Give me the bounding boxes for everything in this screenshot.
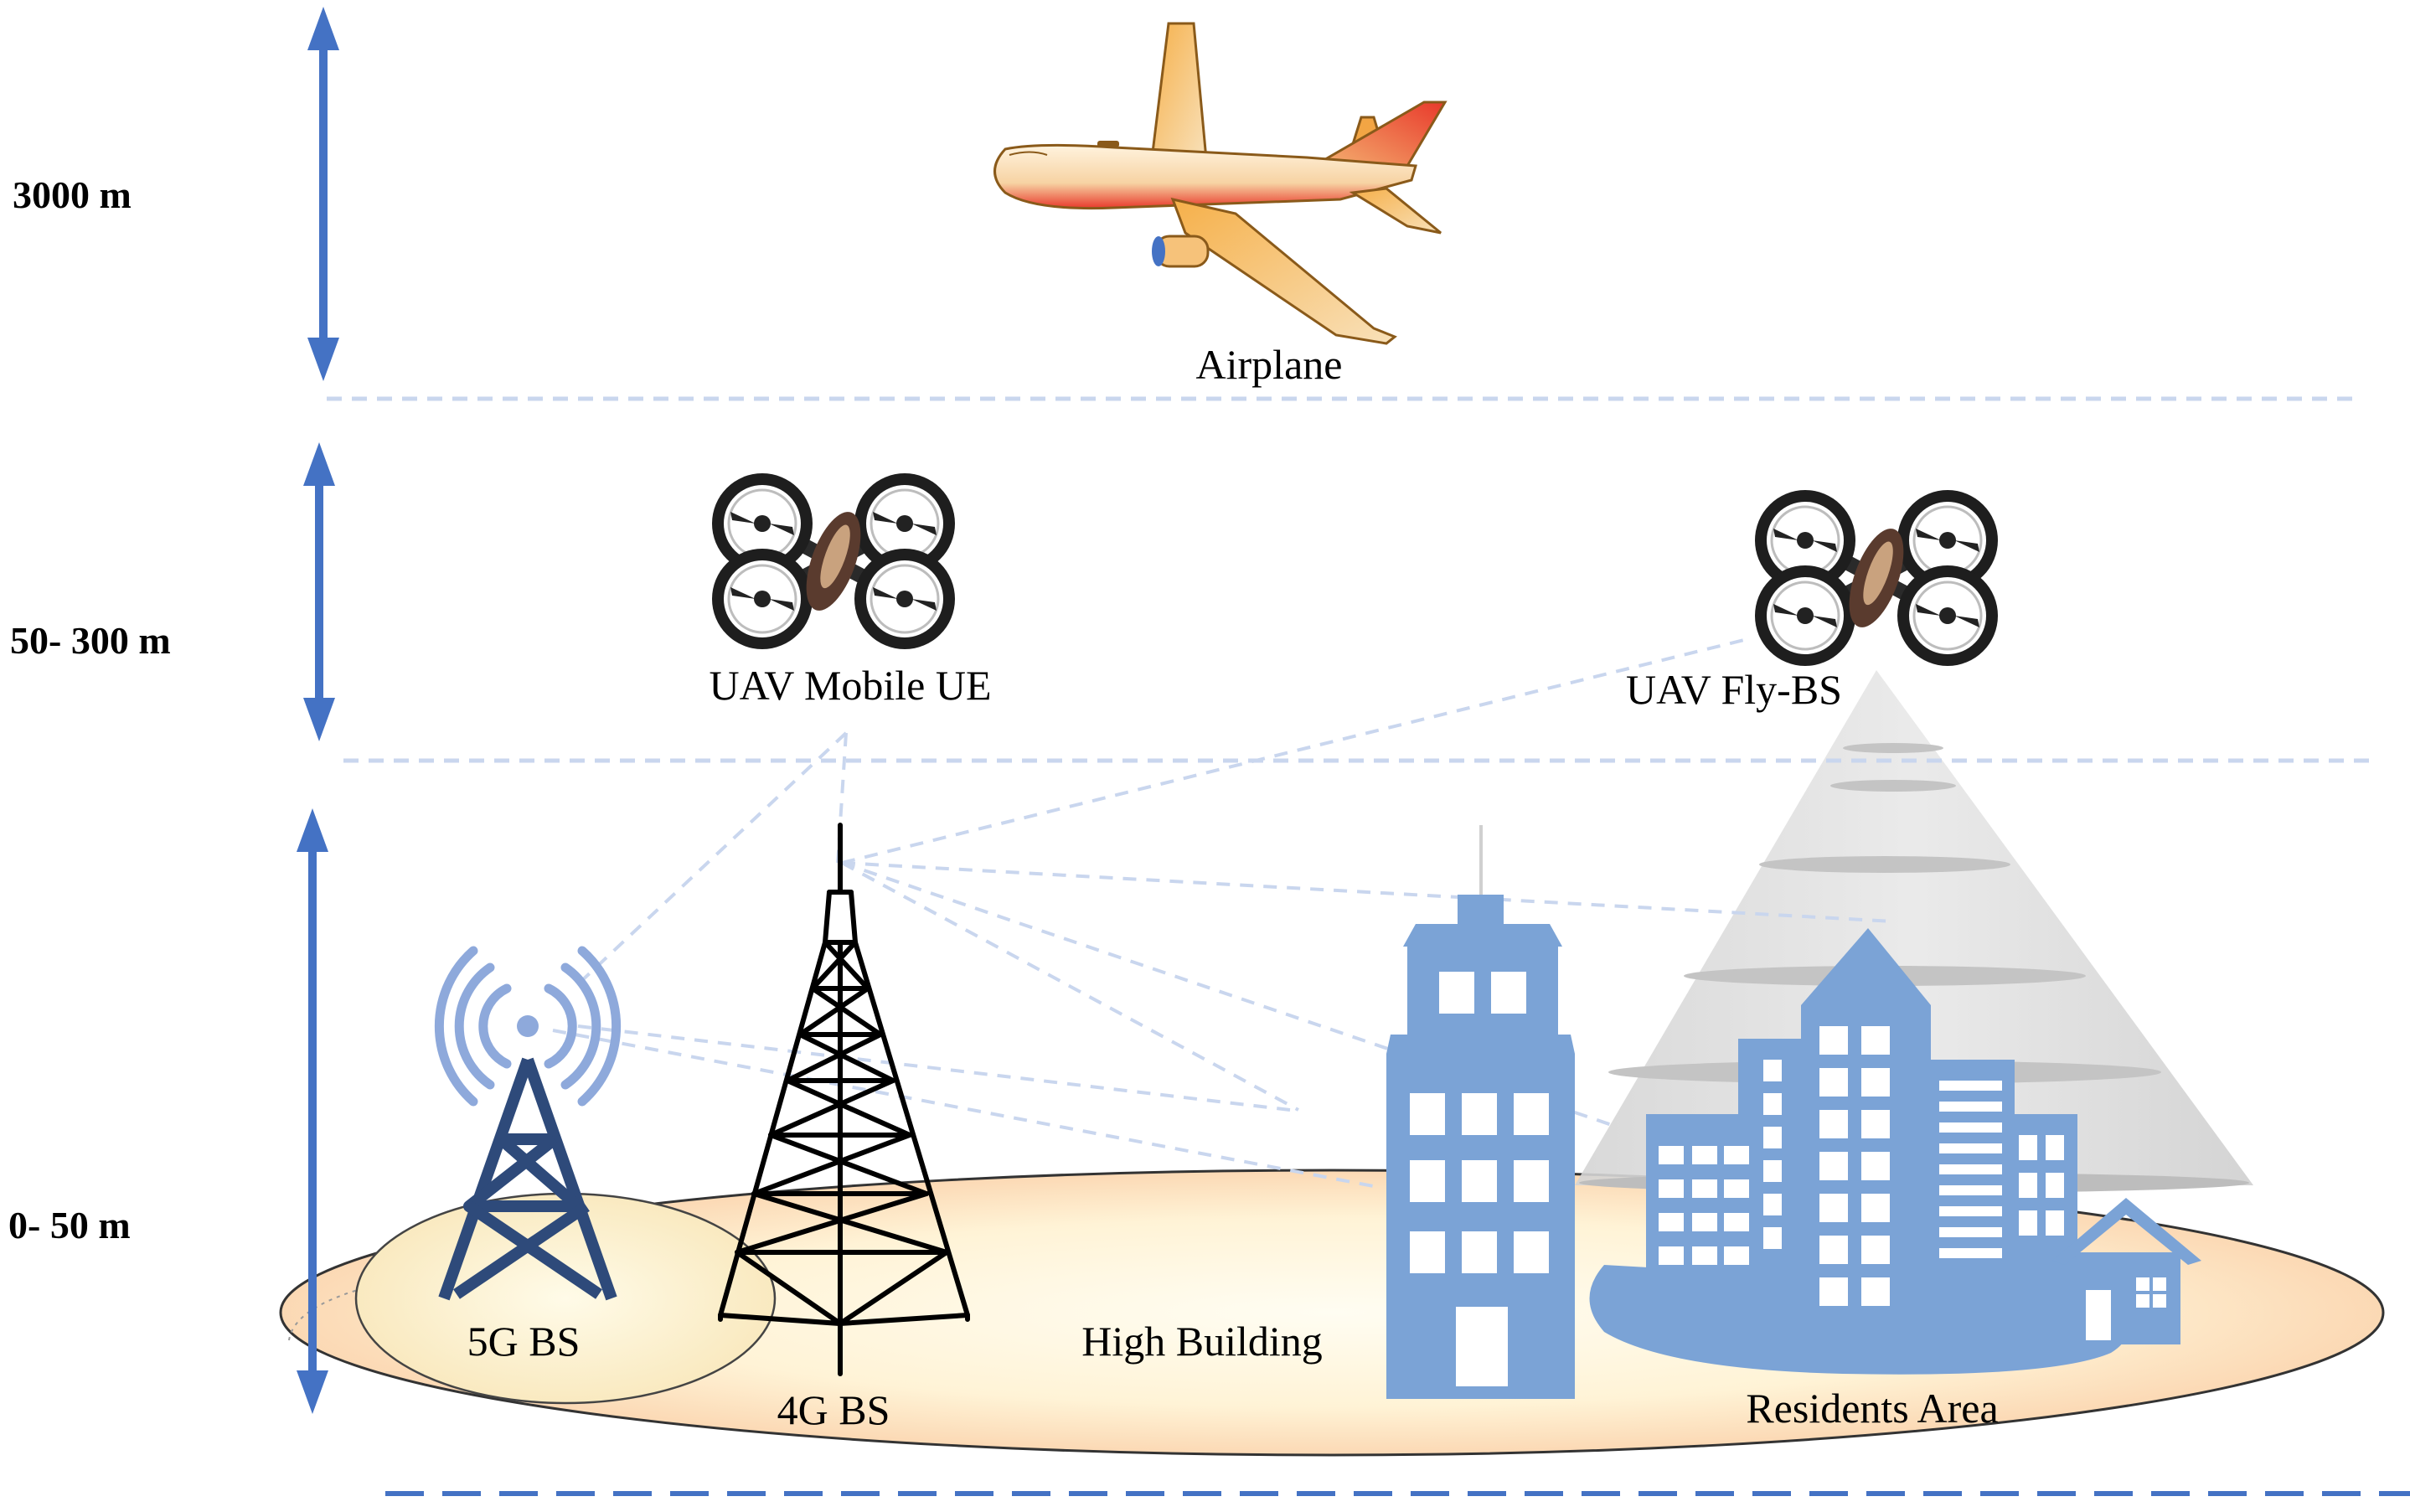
altitude-label-0-50: 0- 50 m	[8, 1204, 131, 1246]
altitude-arrow-3000	[307, 7, 339, 381]
altitude-label-50-300: 50- 300 m	[10, 619, 171, 662]
altitude-arrow-300	[303, 442, 335, 741]
5g-tower-icon	[438, 1057, 617, 1301]
uav-fly-bs-icon	[1755, 490, 1998, 666]
altitude-label-3000: 3000 m	[13, 173, 132, 216]
airplane-icon	[993, 22, 1448, 345]
uav-fly-bs-label: UAV Fly-BS	[1626, 666, 1842, 713]
uav-mobile-ue-icon	[712, 473, 955, 649]
high-building-label: High Building	[1081, 1318, 1323, 1365]
4g-tower-icon	[718, 823, 970, 1376]
high-building-icon	[1386, 825, 1575, 1399]
airplane-label: Airplane	[1196, 341, 1343, 388]
altitude-arrow-50	[297, 808, 328, 1414]
residents-area-label: Residents Area	[1746, 1385, 1998, 1432]
5g-signal-icon	[434, 946, 622, 1107]
4g-bs-label: 4G BS	[777, 1386, 890, 1433]
uav-mobile-ue-label: UAV Mobile UE	[709, 662, 991, 709]
residents-area-icon	[1589, 928, 2201, 1375]
5g-bs-label: 5G BS	[467, 1318, 581, 1365]
